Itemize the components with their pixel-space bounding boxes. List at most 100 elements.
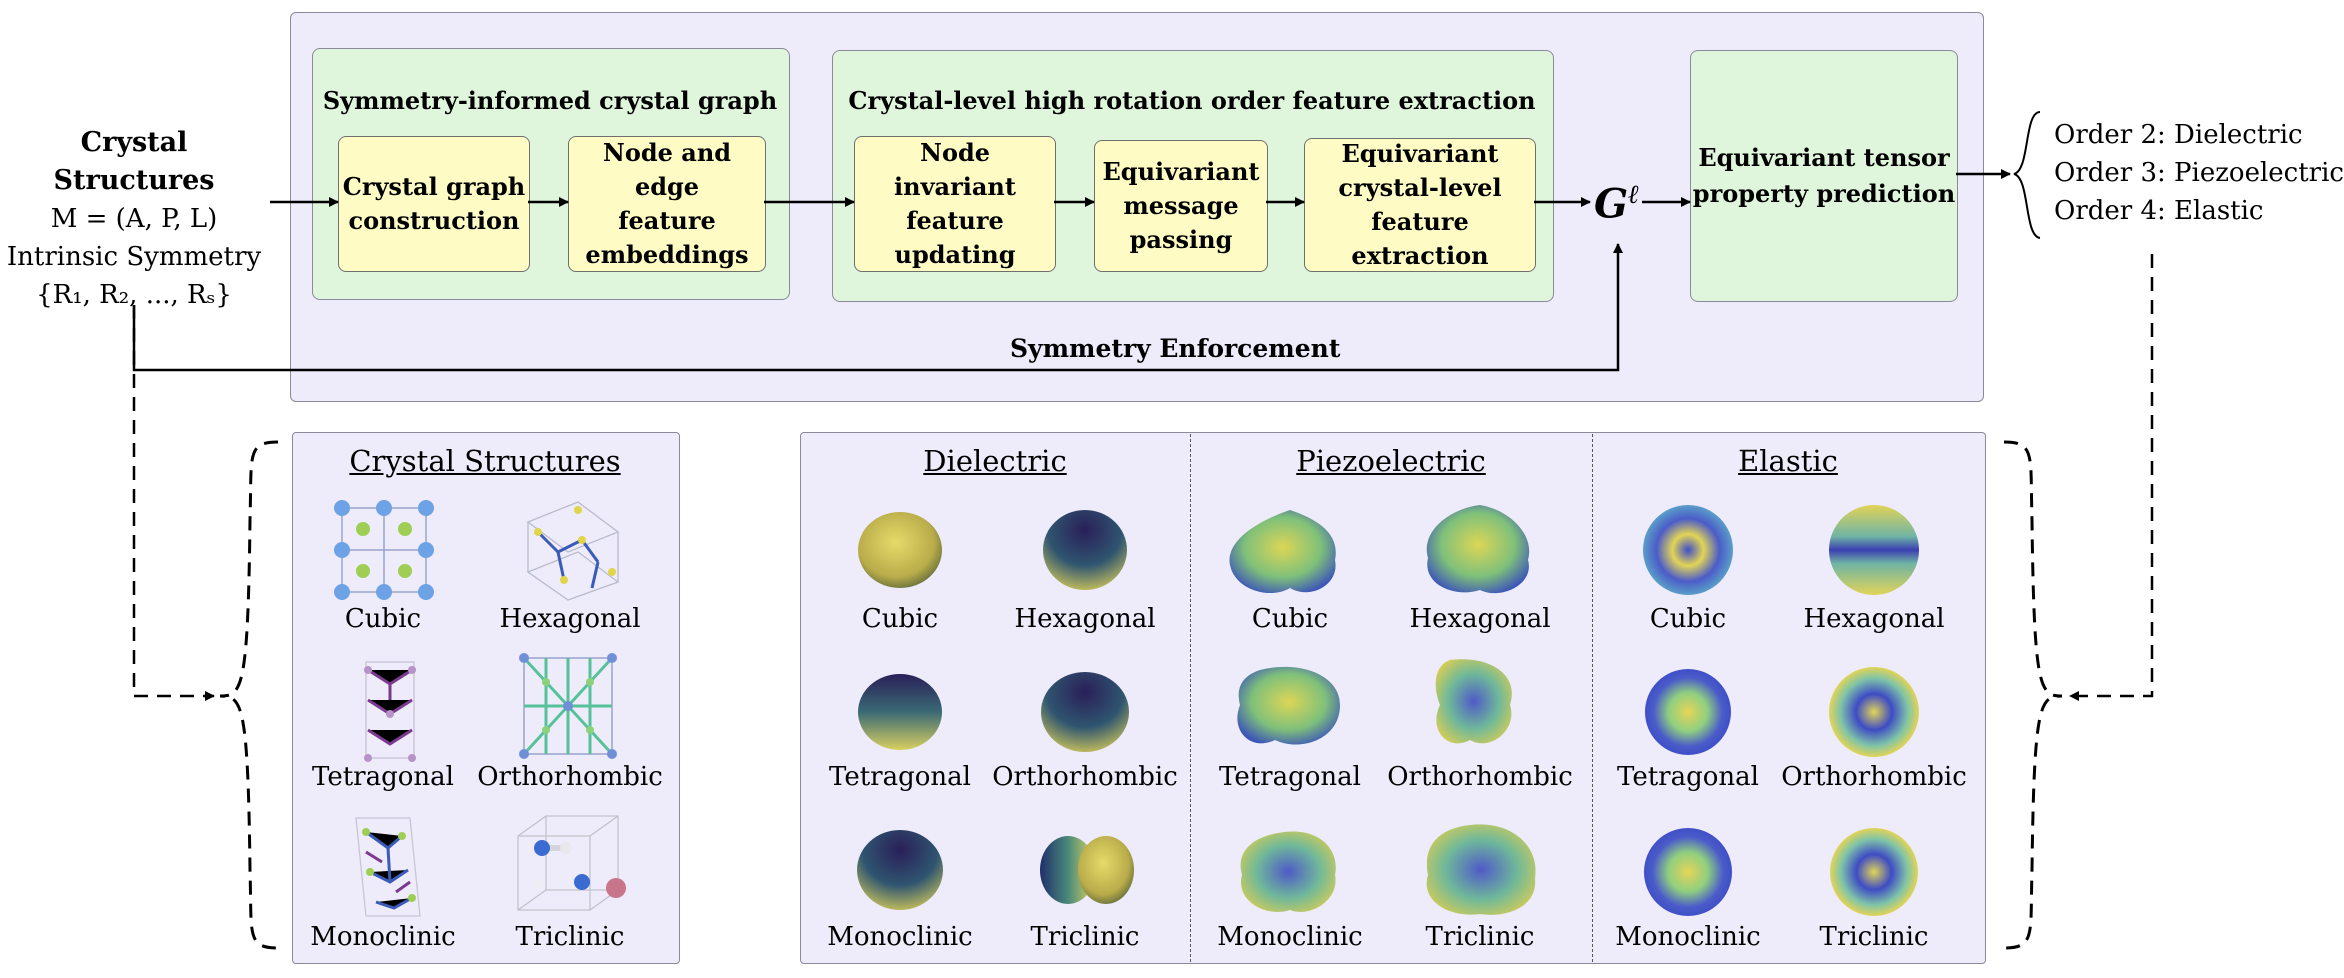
- surface-hexagonal: [1426, 505, 1530, 594]
- crystal-label-monoclinic: Monoclinic: [310, 922, 456, 952]
- crystal-label-tetragonal: Tetragonal: [312, 762, 454, 792]
- surface-monoclinic: [857, 830, 943, 910]
- order-2-label: Order 2: Dielectric: [2054, 120, 2303, 150]
- elastic-label-orthorhombic: Orthorhombic: [1781, 762, 1967, 792]
- piezoelectric-surfaces: [1229, 505, 1536, 915]
- box-line: Equivariant: [1341, 139, 1499, 168]
- surface-tetragonal: [1645, 669, 1731, 755]
- box-line: message: [1123, 191, 1239, 220]
- box-line: feature: [906, 206, 1004, 235]
- dielectric-title: Dielectric: [923, 444, 1067, 478]
- feature-symbol: Gℓ: [1594, 180, 1639, 227]
- dashed-leader-right: [2069, 254, 2154, 701]
- input-title: Crystal Structures: [53, 127, 215, 196]
- cubic-structure-image: [334, 500, 434, 600]
- surface-tetragonal: [858, 674, 942, 750]
- elastic-label-monoclinic: Monoclinic: [1615, 922, 1761, 952]
- box-line: crystal-level: [1338, 173, 1502, 202]
- dielectric-label-orthorhombic: Orthorhombic: [992, 762, 1178, 792]
- order-4-label: Order 4: Elastic: [2054, 196, 2264, 226]
- input-formula: M = (A, P, L): [50, 204, 218, 234]
- symmetry-enforcement-label: Symmetry Enforcement: [1010, 334, 1341, 363]
- crystal-panel-title: Crystal Structures: [349, 444, 621, 478]
- crystal-structures-panel: [292, 432, 680, 964]
- box-line: Equivariant tensor: [1698, 143, 1950, 172]
- tetragonal-structure-image: [364, 661, 416, 762]
- box-line: Node and edge: [602, 138, 732, 201]
- left-brace: [219, 440, 279, 950]
- elastic-label-triclinic: Triclinic: [1819, 922, 1929, 952]
- dielectric-label-hexagonal: Hexagonal: [1014, 604, 1156, 634]
- feature-symbol-superscript: ℓ: [1628, 180, 1640, 210]
- surface-triclinic-right: [1078, 836, 1134, 904]
- box-line: updating: [894, 240, 1016, 269]
- box-line: passing: [1129, 225, 1233, 254]
- elastic-label-cubic: Cubic: [1649, 604, 1727, 634]
- crystal-label-orthorhombic: Orthorhombic: [477, 762, 663, 792]
- box-line: Node invariant: [894, 138, 1016, 201]
- surface-cubic: [1643, 505, 1733, 595]
- box-line: construction: [348, 206, 520, 235]
- monoclinic-structure-image: [355, 817, 421, 917]
- orders-brace: [2013, 111, 2041, 239]
- order-3-label: Order 3: Piezoelectric: [2054, 158, 2344, 188]
- message-passing-box: Equivariant message passing: [1094, 140, 1268, 272]
- surface-triclinic: [1830, 828, 1918, 916]
- surface-orthorhombic: [1435, 659, 1512, 744]
- orthorhombic-structure-image: [519, 653, 617, 759]
- right-brace: [2003, 440, 2063, 950]
- dielectric-label-cubic: Cubic: [861, 604, 939, 634]
- surface-hexagonal: [1829, 505, 1919, 595]
- surface-monoclinic: [1240, 831, 1336, 912]
- surface-monoclinic: [1644, 828, 1732, 916]
- crystal-label-hexagonal: Hexagonal: [499, 604, 641, 634]
- box-line: feature extraction: [1351, 207, 1489, 270]
- dielectric-label-monoclinic: Monoclinic: [827, 922, 973, 952]
- surface-triclinic: [1426, 824, 1536, 915]
- box-line: Equivariant: [1102, 157, 1260, 186]
- piezo-label-triclinic: Triclinic: [1425, 922, 1535, 952]
- surface-orthorhombic: [1041, 672, 1129, 752]
- surface-hexagonal: [1043, 510, 1127, 590]
- surface-tetragonal: [1237, 666, 1340, 745]
- node-invariant-box: Node invariant feature updating: [854, 136, 1056, 272]
- crystal-graph-construction-box: Crystal graph construction: [338, 136, 530, 272]
- divider-piezo-elastic: [1592, 434, 1593, 962]
- crystal-level-feature-box: Equivariant crystal-level feature extracti…: [1304, 138, 1536, 272]
- dielectric-label-tetragonal: Tetragonal: [829, 762, 971, 792]
- piezo-label-tetragonal: Tetragonal: [1219, 762, 1361, 792]
- graph-section-title: Symmetry-informed crystal graph: [322, 86, 778, 115]
- symmetry-enforcement-line: [132, 243, 1623, 372]
- box-line: Crystal graph: [342, 172, 526, 201]
- surface-cubic: [1229, 510, 1336, 594]
- box-line: feature: [618, 206, 716, 235]
- elastic-label-hexagonal: Hexagonal: [1803, 604, 1945, 634]
- tensor-prediction-box: Equivariant tensor property prediction: [1690, 50, 1958, 302]
- piezo-label-hexagonal: Hexagonal: [1409, 604, 1551, 634]
- crystal-label-triclinic: Triclinic: [515, 922, 625, 952]
- dashed-leader-left: [132, 305, 215, 701]
- input-description: Crystal Structures M = (A, P, L) Intrins…: [0, 124, 268, 314]
- piezo-label-cubic: Cubic: [1251, 604, 1329, 634]
- input-symmetry-label: Intrinsic Symmetry: [6, 242, 262, 272]
- piezo-label-orthorhombic: Orthorhombic: [1387, 762, 1573, 792]
- tensor-orders: Order 2: Dielectric Order 3: Piezoelectr…: [2054, 116, 2344, 230]
- piezoelectric-title: Piezoelectric: [1296, 444, 1486, 478]
- box-line: property prediction: [1692, 179, 1956, 208]
- elastic-surfaces: [1643, 505, 1919, 916]
- elastic-title: Elastic: [1738, 444, 1838, 478]
- triclinic-structure-image: [517, 815, 626, 911]
- surface-cubic: [858, 512, 942, 588]
- surface-orthorhombic: [1829, 667, 1919, 757]
- dielectric-label-triclinic: Triclinic: [1030, 922, 1140, 952]
- elastic-label-tetragonal: Tetragonal: [1617, 762, 1759, 792]
- node-edge-embedding-box: Node and edge feature embeddings: [568, 136, 766, 272]
- feature-section-title: Crystal-level high rotation order featur…: [848, 86, 1536, 115]
- hexagonal-structure-image: [526, 501, 620, 601]
- dielectric-surfaces: [857, 510, 1134, 910]
- crystal-label-cubic: Cubic: [344, 604, 422, 634]
- box-line: embeddings: [585, 240, 749, 269]
- divider-dielectric-piezo: [1190, 434, 1191, 962]
- tensor-property-panel: [800, 432, 1986, 964]
